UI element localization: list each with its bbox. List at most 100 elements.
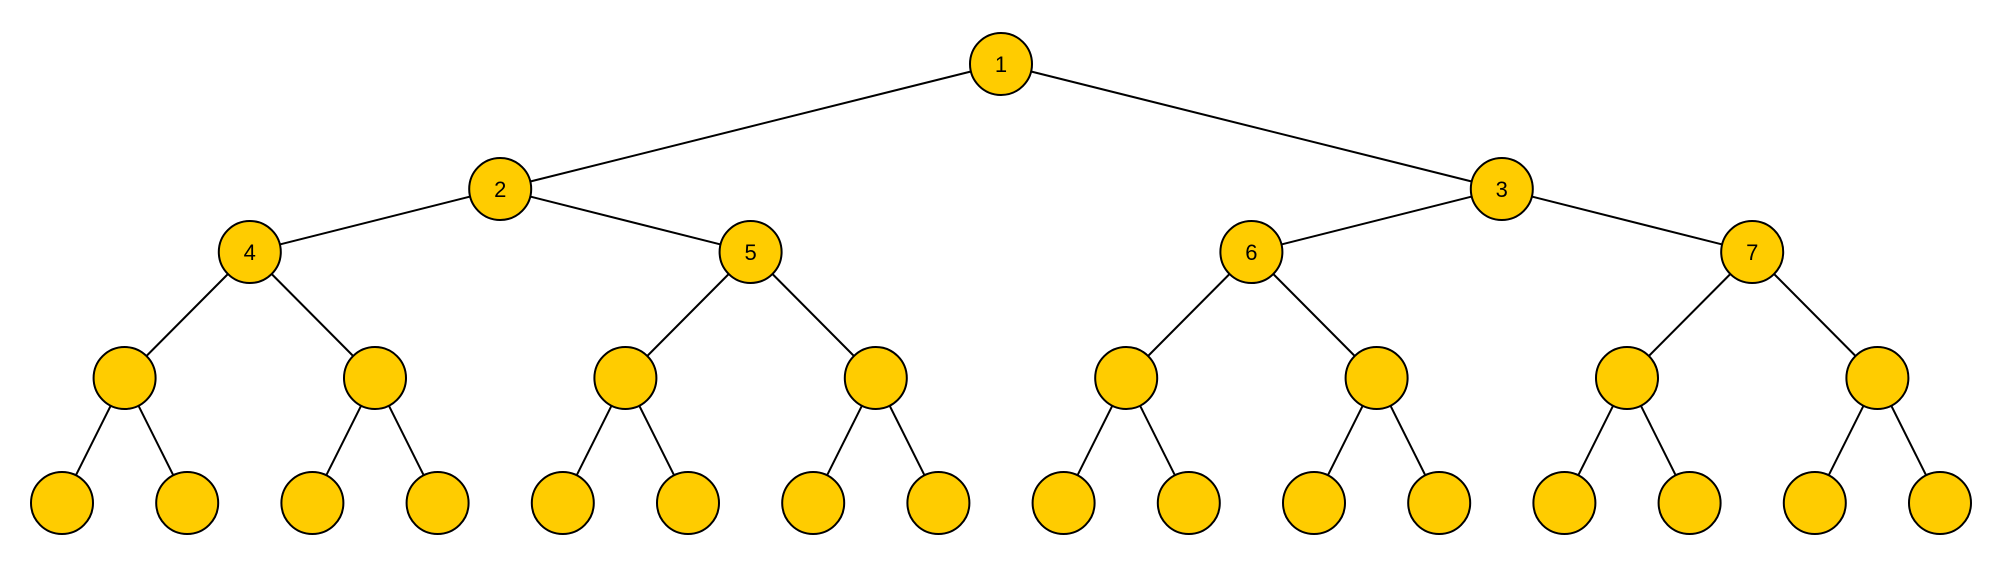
tree-node-circle [343, 346, 407, 410]
tree-edge [74, 405, 112, 476]
tree-node [1908, 471, 1972, 535]
tree-node-circle [155, 471, 220, 535]
tree-edge [1827, 405, 1865, 476]
tree-node-circle [1156, 471, 1221, 535]
tree-node: 2 [468, 157, 533, 221]
tree-node-circle [1344, 346, 1409, 410]
tree-node-circle [1094, 346, 1159, 410]
tree-edge [1281, 195, 1472, 246]
tree-node-circle [92, 346, 157, 410]
tree-node [343, 346, 407, 410]
tree-node-circle [280, 471, 345, 535]
tree-node [92, 346, 157, 410]
tree-node-circle [1908, 471, 1972, 535]
tree-node-circle [1845, 346, 1910, 410]
tree-node-label: 2 [494, 177, 506, 202]
tree-node-label: 1 [995, 52, 1007, 77]
tree-node [1532, 471, 1597, 535]
tree-edge [270, 273, 354, 357]
tree-edge [646, 273, 730, 357]
tree-edge [1147, 273, 1231, 357]
tree-node-label: 4 [244, 240, 256, 265]
tree-edge [1389, 405, 1427, 476]
tree-node: 7 [1720, 220, 1785, 284]
tree-node-label: 6 [1245, 240, 1257, 265]
tree-node [280, 471, 345, 535]
tree-node: 6 [1219, 220, 1284, 284]
tree-node-circle [718, 220, 783, 284]
tree-node [530, 471, 595, 535]
tree-node-circle [217, 220, 282, 284]
tree-edge [1326, 405, 1364, 476]
tree-node [906, 471, 971, 535]
tree-node: 4 [217, 220, 282, 284]
tree-node [405, 471, 470, 535]
tree-edge [1076, 405, 1114, 476]
tree-node [1156, 471, 1221, 535]
tree-edge [279, 195, 471, 246]
tree-node [781, 471, 846, 535]
tree-node [593, 346, 658, 410]
tree-node [30, 471, 94, 535]
tree-node: 1 [969, 32, 1033, 96]
tree-edge [1531, 195, 1723, 246]
tree-edge [1890, 405, 1928, 476]
tree-node-circle [1031, 471, 1096, 535]
tree-node [1657, 471, 1722, 535]
tree-edge [575, 405, 613, 476]
tree-node-circle [405, 471, 470, 535]
tree-node [1407, 471, 1472, 535]
tree-node [843, 346, 908, 410]
tree-node-circle [906, 471, 971, 535]
tree-edge [826, 405, 863, 476]
tree-node: 3 [1469, 157, 1534, 221]
tree-node [1344, 346, 1409, 410]
tree-node-circle [1720, 220, 1785, 284]
tree-edge [638, 405, 676, 476]
tree-node-circle [593, 346, 658, 410]
tree-edge [1577, 405, 1615, 476]
tree-node-circle [1532, 471, 1597, 535]
tree-edge [387, 405, 425, 476]
tree-node-label: 5 [744, 240, 756, 265]
tree-node-circle [530, 471, 595, 535]
tree-node-circle [1782, 471, 1847, 535]
tree-node-circle [843, 346, 908, 410]
tree-node: 5 [718, 220, 783, 284]
tree-edge [1648, 273, 1732, 357]
tree-edge [1139, 405, 1176, 476]
tree-edge [145, 273, 229, 357]
tree-node-label: 7 [1746, 240, 1758, 265]
tree-edge [888, 405, 926, 476]
tree-node [1845, 346, 1910, 410]
tree-node [1282, 471, 1346, 535]
tree-node [155, 471, 220, 535]
tree-node-circle [656, 471, 720, 535]
tree-edge [1030, 70, 1472, 183]
tree-nodes: 1 2 3 4 5 6 7 [30, 32, 1972, 535]
tree-edge [137, 405, 175, 476]
tree-node-circle [1219, 220, 1284, 284]
tree-node [1031, 471, 1096, 535]
tree-edge [771, 273, 855, 357]
tree-node [656, 471, 720, 535]
tree-edges [74, 70, 1928, 476]
tree-node-circle [1657, 471, 1722, 535]
tree-node-circle [1407, 471, 1472, 535]
tree-node [1094, 346, 1159, 410]
tree-edge [325, 405, 363, 476]
tree-node [1782, 471, 1847, 535]
tree-edge [1639, 405, 1677, 476]
tree-edge [1272, 273, 1356, 357]
tree-node-circle [781, 471, 846, 535]
tree-node-circle [1282, 471, 1346, 535]
tree-edge [530, 195, 721, 246]
tree-edge [1773, 273, 1857, 357]
tree-node-circle [969, 32, 1033, 96]
tree-edge [530, 70, 972, 183]
tree-node-circle [1469, 157, 1534, 221]
tree-node-label: 3 [1496, 177, 1508, 202]
tree-node-circle [1595, 346, 1659, 410]
tree-node-circle [30, 471, 94, 535]
